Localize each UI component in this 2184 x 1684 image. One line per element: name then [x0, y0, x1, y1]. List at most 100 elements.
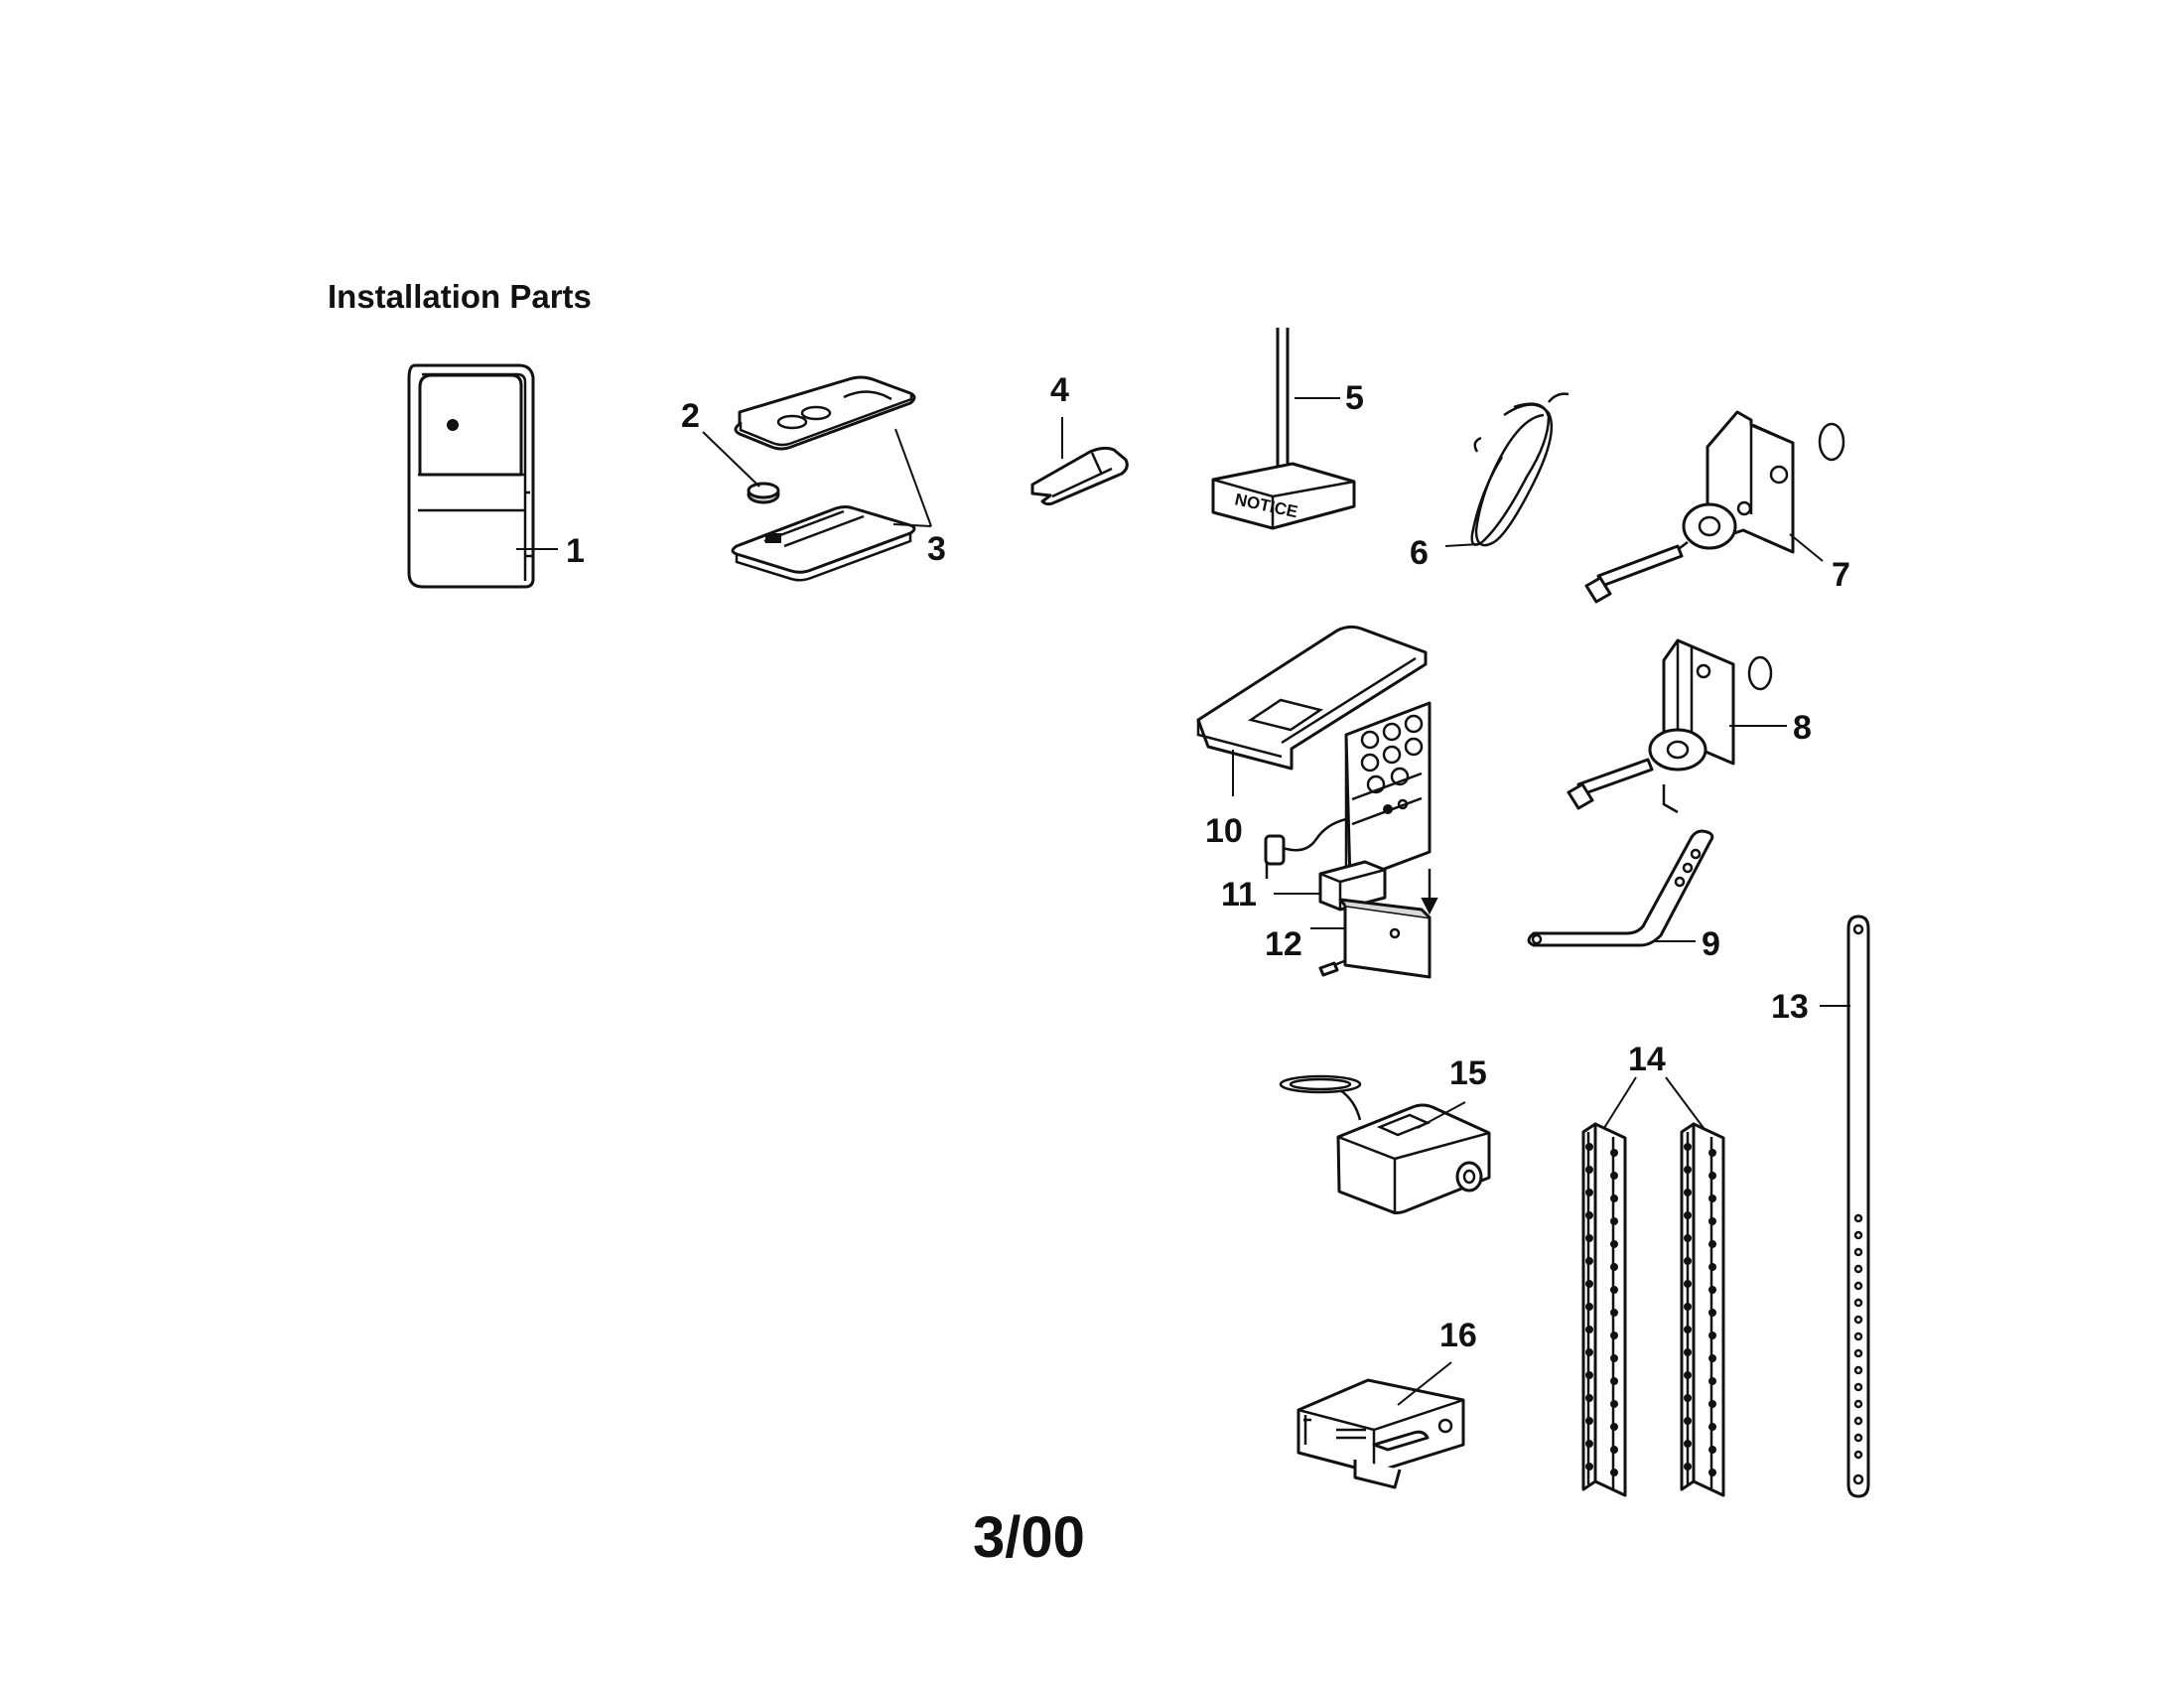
callout-13: 13 [1771, 988, 1809, 1026]
mounting-hole [1610, 1240, 1618, 1248]
mounting-hole [1585, 1326, 1593, 1333]
mounting-hole [1708, 1217, 1716, 1225]
arrow-down-icon [1421, 869, 1438, 915]
mounting-hole [1610, 1309, 1618, 1317]
mounting-hole [1585, 1280, 1593, 1288]
mounting-hole [1610, 1286, 1618, 1294]
mounting-hole [1585, 1234, 1593, 1242]
mounting-hole [1708, 1400, 1716, 1408]
wire-coil-icon [1470, 392, 1570, 547]
remote-control-icon [407, 363, 535, 589]
mounting-hole [1708, 1194, 1716, 1202]
battery-pack-icon [1318, 860, 1387, 912]
mounting-hole [1585, 1417, 1593, 1425]
mounting-hole [1585, 1371, 1593, 1379]
sensor-bracket-icon [1297, 1378, 1465, 1489]
mounting-hole [1708, 1469, 1716, 1476]
keyless-entry-icon [1196, 625, 1432, 884]
mounting-hole [1684, 1280, 1692, 1288]
callout-16: 16 [1439, 1317, 1477, 1354]
mounting-hole [1684, 1394, 1692, 1402]
mounting-hole [1684, 1166, 1692, 1174]
mounting-hole [1610, 1469, 1618, 1476]
mounting-hole [1684, 1143, 1692, 1151]
mounting-hole [1684, 1417, 1692, 1425]
visor-clip-icon [1030, 446, 1129, 506]
mounting-hole [1585, 1257, 1593, 1265]
mounting-hole [1610, 1194, 1618, 1202]
mounting-hole [1708, 1149, 1716, 1157]
callout-2: 2 [681, 397, 700, 435]
straight-arm-icon [1846, 914, 1870, 1498]
mounting-hole [1610, 1377, 1618, 1385]
mounting-hole [1585, 1394, 1593, 1402]
mounting-hole [1684, 1326, 1692, 1333]
mounting-hole [1684, 1463, 1692, 1471]
callout-4: 4 [1050, 371, 1069, 409]
leader-lines [516, 397, 1850, 1406]
mounting-hole [1585, 1211, 1593, 1219]
mounting-hole [1585, 1143, 1593, 1151]
notice-tag-icon: NOTICE [1211, 328, 1356, 530]
mounting-hole [1585, 1348, 1593, 1356]
mounting-hole [1610, 1263, 1618, 1271]
angle-iron-icon [1581, 1122, 1627, 1497]
callout-9: 9 [1702, 925, 1720, 963]
date-code: 3/00 [973, 1505, 1085, 1570]
diagram-title: Installation Parts [328, 278, 592, 315]
callout-8: 8 [1793, 709, 1812, 747]
callout-numbers: 1 2 3 4 5 6 7 8 9 10 11 12 13 14 15 16 [566, 371, 1850, 1354]
mounting-hole [1708, 1309, 1716, 1317]
mounting-hole [1610, 1400, 1618, 1408]
angle-iron-icon [1680, 1122, 1725, 1497]
mounting-hole [1708, 1240, 1716, 1248]
cover-plate-icon [1318, 898, 1432, 979]
mounting-hole [1585, 1303, 1593, 1311]
callout-15: 15 [1449, 1054, 1487, 1092]
mounting-hole [1610, 1332, 1618, 1339]
curved-arm-icon [1527, 829, 1714, 947]
mounting-hole [1708, 1172, 1716, 1180]
callout-7: 7 [1832, 556, 1850, 594]
mounting-hole [1610, 1446, 1618, 1454]
mounting-hole [1708, 1354, 1716, 1362]
mounting-hole [1610, 1423, 1618, 1431]
battery-icon [747, 482, 780, 504]
mounting-hole [1610, 1217, 1618, 1225]
mounting-hole [1684, 1189, 1692, 1196]
mounting-hole [1708, 1446, 1716, 1454]
door-bracket-icon [1567, 638, 1773, 814]
mounting-hole [1585, 1166, 1593, 1174]
mounting-hole [1708, 1286, 1716, 1294]
callout-12: 12 [1265, 925, 1302, 963]
mounting-hole [1708, 1377, 1716, 1385]
mounting-hole [1708, 1332, 1716, 1339]
door-bracket-icon [1584, 410, 1845, 604]
callout-5: 5 [1345, 379, 1364, 417]
callout-3: 3 [927, 530, 946, 568]
callout-1: 1 [566, 532, 585, 570]
mounting-hole [1684, 1257, 1692, 1265]
mounting-hole [1684, 1371, 1692, 1379]
mounting-hole [1610, 1354, 1618, 1362]
remote-case-icon [731, 375, 916, 582]
mounting-hole [1684, 1303, 1692, 1311]
mounting-hole [1585, 1440, 1593, 1448]
callout-10: 10 [1205, 812, 1243, 850]
mounting-hole [1585, 1463, 1593, 1471]
callout-6: 6 [1410, 534, 1429, 572]
mounting-hole [1684, 1234, 1692, 1242]
mounting-hole [1684, 1348, 1692, 1356]
callout-11: 11 [1221, 876, 1257, 913]
mounting-hole [1684, 1211, 1692, 1219]
mounting-hole [1708, 1423, 1716, 1431]
mounting-hole [1610, 1172, 1618, 1180]
mounting-hole [1610, 1149, 1618, 1157]
mounting-hole [1585, 1189, 1593, 1196]
mounting-hole [1684, 1440, 1692, 1448]
safety-sensor-icon [1279, 1074, 1491, 1214]
callout-14: 14 [1628, 1041, 1666, 1078]
mounting-hole [1708, 1263, 1716, 1271]
